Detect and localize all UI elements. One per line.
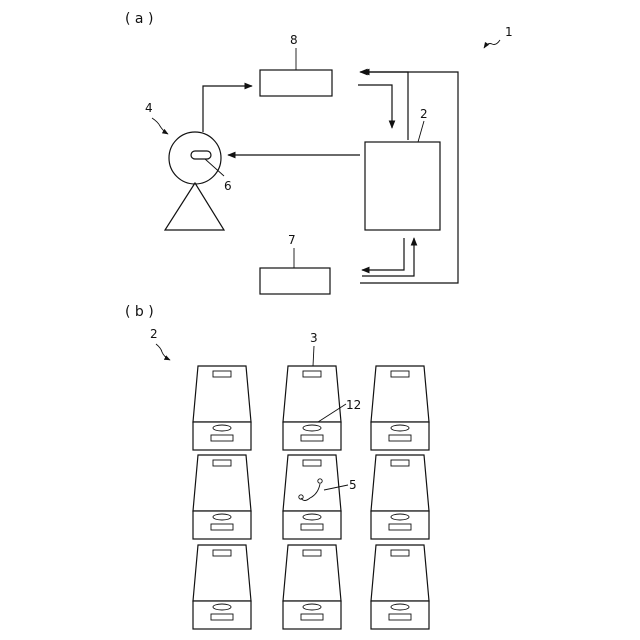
container-body (371, 455, 429, 511)
container-body (371, 545, 429, 601)
container-body (193, 545, 251, 601)
ref-robot-leader (152, 118, 168, 134)
panel-a: ( a ) 1 8 2 7 4 6 (125, 11, 513, 294)
container-2-1 (193, 455, 251, 539)
ref-system: 1 (505, 25, 513, 39)
ref-container: 3 (310, 331, 318, 345)
container-1-1 (193, 366, 251, 450)
ref-rack-leader (156, 344, 170, 360)
robot-to-unit-top (203, 86, 252, 132)
panel-b-label: ( b ) (125, 304, 154, 320)
panel-a-label: ( a ) (125, 11, 153, 27)
ref-tool: 6 (224, 179, 232, 193)
container-drawer (283, 601, 341, 629)
ref-system-leader (484, 40, 500, 48)
robot-base (165, 183, 224, 230)
container-drawer (193, 422, 251, 450)
container-body (371, 366, 429, 422)
panel-b: ( b ) 2 3 12 5 (125, 304, 429, 629)
unit-bottom-box (260, 268, 330, 294)
tool-sensor (191, 151, 211, 159)
container-body (283, 366, 341, 422)
ref-controller-leader (418, 121, 424, 142)
robot (165, 132, 224, 230)
container-body (283, 545, 341, 601)
container-body (193, 366, 251, 422)
ref-unit-bottom: 7 (288, 233, 296, 247)
ref-unit-top: 8 (290, 33, 298, 47)
ref-cable: 5 (349, 478, 357, 492)
container-1-2 (283, 366, 341, 450)
container-3-2 (283, 545, 341, 629)
container-2-3 (371, 455, 429, 539)
container-drawer (193, 601, 251, 629)
ref-controller: 2 (420, 107, 428, 121)
ref-handle: 12 (346, 398, 361, 412)
container-body (193, 455, 251, 511)
controller-to-unit-top (360, 72, 408, 140)
container-drawer (371, 422, 429, 450)
unit-top-to-controller (358, 85, 392, 128)
ref-rack: 2 (150, 327, 158, 341)
container-drawer (283, 422, 341, 450)
container-body (283, 455, 341, 511)
controller-box (365, 142, 440, 230)
container-1-3 (371, 366, 429, 450)
container-drawer (371, 511, 429, 539)
container-3-3 (371, 545, 429, 629)
ref-container-leader (313, 346, 314, 366)
ref-robot: 4 (145, 101, 153, 115)
container-drawer (193, 511, 251, 539)
controller-to-unit-bottom (362, 238, 404, 270)
container-drawer (283, 511, 341, 539)
container-drawer (371, 601, 429, 629)
unit-top-box (260, 70, 332, 96)
container-3-1 (193, 545, 251, 629)
